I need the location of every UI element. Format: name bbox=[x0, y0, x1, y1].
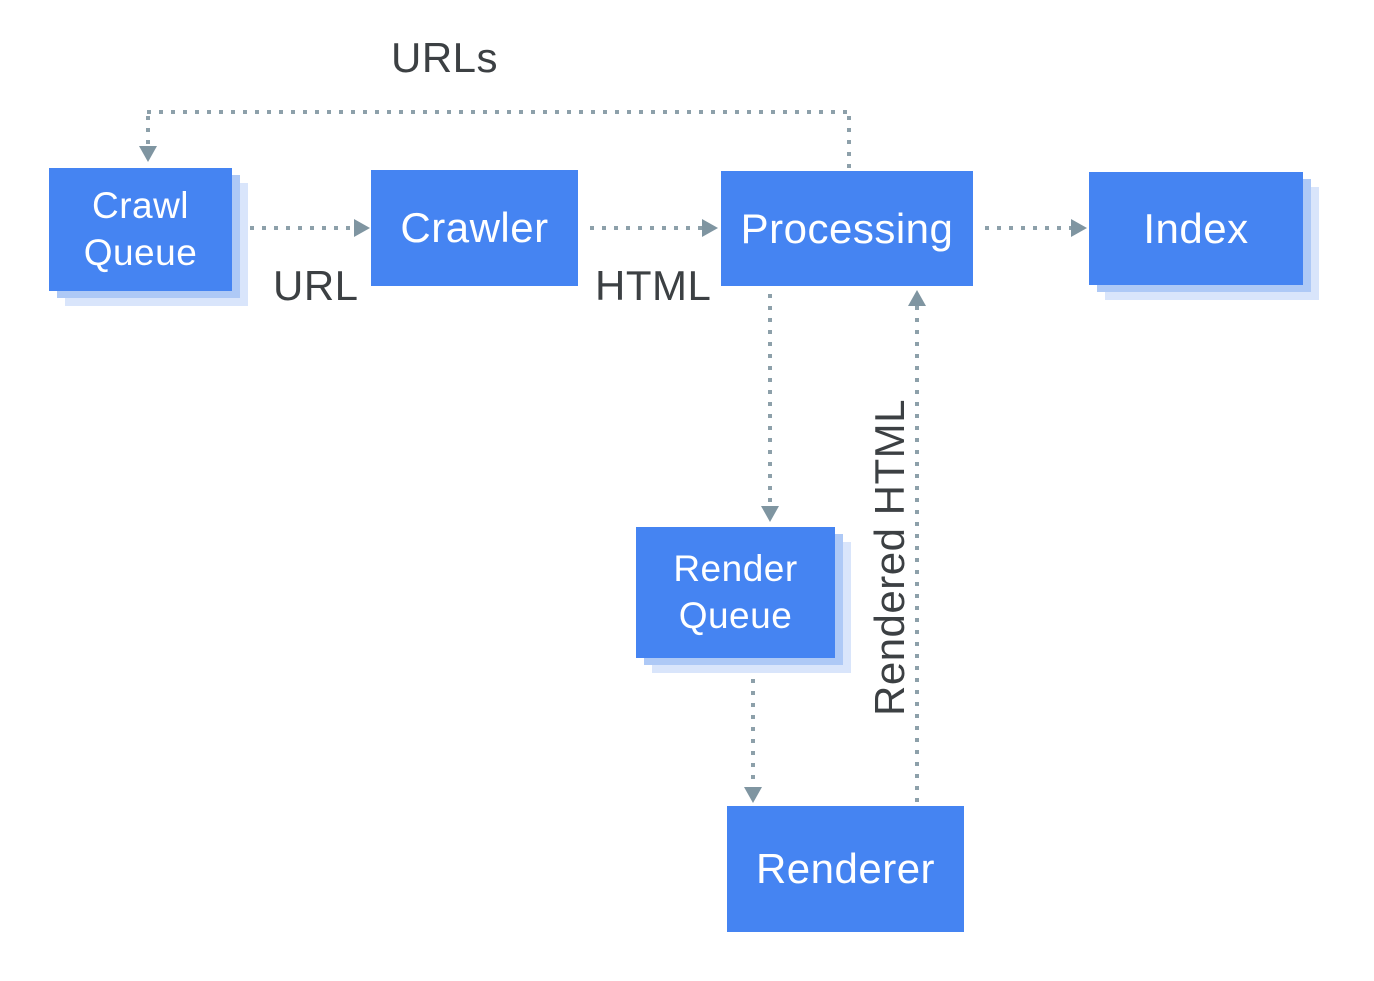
connector-crawler-to-processing bbox=[590, 226, 702, 230]
edge-label-rendered-html: Rendered HTML bbox=[866, 399, 913, 716]
node-crawl-queue: Crawl Queue bbox=[49, 168, 232, 291]
arrowhead-right-icon bbox=[702, 219, 718, 237]
connector-renderer-to-processing bbox=[915, 306, 919, 806]
node-label: Crawl bbox=[91, 184, 190, 226]
node-label: Renderer bbox=[755, 845, 936, 893]
node-processing: Processing bbox=[721, 171, 973, 286]
connector-processing-to-crawl-queue-horizontal bbox=[147, 110, 849, 114]
node-label: Index bbox=[1143, 204, 1249, 252]
node-label: Queue bbox=[83, 231, 198, 273]
arrowhead-up-icon bbox=[908, 290, 926, 306]
node-label: Processing bbox=[740, 204, 954, 252]
arrowhead-down-icon bbox=[744, 787, 762, 803]
connector-processing-to-index bbox=[985, 226, 1071, 230]
connector-processing-to-crawl-queue-vertical-right bbox=[847, 116, 851, 171]
connector-processing-to-render-queue bbox=[768, 294, 772, 506]
node-label: Queue bbox=[678, 594, 793, 636]
node-crawler: Crawler bbox=[371, 170, 578, 286]
arrowhead-right-icon bbox=[354, 219, 370, 237]
node-render-queue: Render Queue bbox=[636, 527, 835, 658]
arrowhead-down-icon bbox=[139, 146, 157, 162]
node-renderer: Renderer bbox=[727, 806, 964, 932]
connector-processing-to-crawl-queue-vertical-left bbox=[146, 116, 150, 146]
arrowhead-right-icon bbox=[1071, 219, 1087, 237]
connector-crawl-queue-to-crawler bbox=[250, 226, 354, 230]
arrowhead-down-icon bbox=[761, 506, 779, 522]
edge-label-urls: URLs bbox=[391, 34, 499, 81]
edge-label-html: HTML bbox=[595, 262, 712, 309]
node-label: Crawler bbox=[400, 204, 549, 252]
node-index: Index bbox=[1089, 172, 1303, 285]
edge-label-url: URL bbox=[273, 262, 359, 309]
node-label: Render bbox=[673, 547, 798, 589]
connector-render-queue-to-renderer bbox=[751, 667, 755, 787]
